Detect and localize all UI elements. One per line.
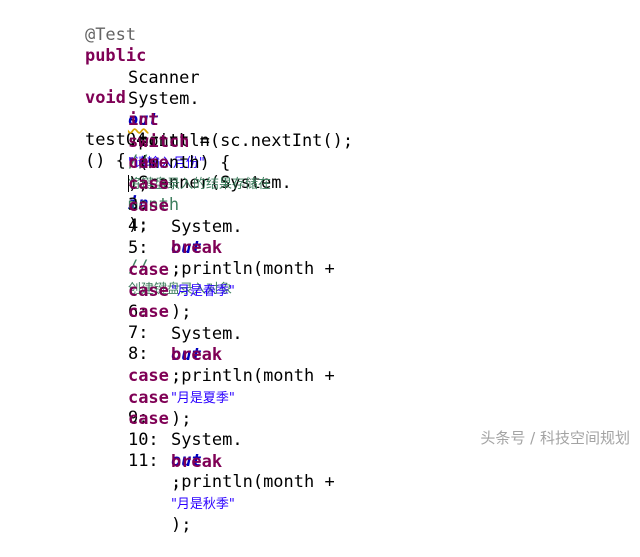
keyword-break: break [170, 452, 223, 472]
code-line: case 11: [87, 388, 169, 471]
comment-text: 创建键盘录入对象 [127, 282, 232, 297]
comment-text: 将键盘录入的结果存储在 [127, 177, 271, 192]
operator: = [127, 131, 159, 151]
println-call: .println(month + [170, 366, 345, 386]
string-literal: "月是夏季" [170, 391, 235, 406]
keyword-int: int [127, 110, 159, 130]
keyword-case: case [127, 388, 169, 408]
code-line: System. out .println(month + "月是秋季" ); [130, 409, 345, 535]
field-in: in [127, 194, 149, 214]
keyword-new: new [127, 152, 159, 172]
code-line: System. out .println(month + "月是春季" ); [130, 196, 345, 322]
code-line: case 5: [87, 175, 169, 258]
keyword-case: case [127, 409, 169, 429]
println-call: .println(month + [170, 472, 345, 492]
code-line: @Test [44, 4, 136, 45]
code-line: break ; [130, 431, 222, 493]
comment-slashes: // [127, 257, 159, 277]
annotation: @Test [84, 25, 137, 45]
case-label: 6: [127, 302, 149, 322]
variable-sc: sc [127, 110, 149, 130]
code-line: System. out .println(month + "月是夏季" ); [130, 303, 345, 429]
case-label: 5: [127, 238, 149, 258]
statement-end: ); [127, 174, 149, 194]
scanner-ctor: Scanner(System. [127, 173, 292, 193]
code-line: case 3: [87, 132, 169, 215]
keyword-case: case [127, 260, 169, 280]
keyword-switch: switch [127, 132, 190, 152]
statement-end: ); [127, 215, 149, 235]
println-call: .println( [127, 131, 221, 151]
string-literal: "月是秋季" [170, 497, 235, 512]
comment-slashes: // [127, 152, 159, 172]
case-label: 3: [127, 195, 149, 215]
method-name: test04 [84, 130, 147, 150]
code-line: System. out .println( "请输入月份" ); [87, 68, 220, 194]
field-out: out [127, 110, 159, 130]
statement-end: ); [170, 515, 192, 535]
keyword-void: void [84, 88, 126, 108]
statement-end: ); [170, 409, 192, 429]
field-out: out [170, 238, 202, 258]
code-line: case 9: [87, 345, 169, 428]
keyword-break: break [170, 345, 223, 365]
code-line: break ; [130, 217, 222, 279]
code-line: case 7: [87, 260, 169, 343]
semicolon: ; [170, 473, 182, 493]
keyword-case: case [127, 281, 169, 301]
type-scanner: Scanner [127, 68, 200, 88]
system-ref: System. [127, 89, 200, 109]
keyword-public: public [84, 46, 147, 66]
case-label: 8: [127, 344, 149, 364]
string-literal: "月是春季" [170, 284, 235, 299]
code-line: int month = sc.nextInt(); // 将键盘录入的结果存储在… [87, 89, 363, 215]
case-label: 7: [127, 323, 149, 343]
code-editor[interactable]: @Test public void test04 () { Scanner sc… [0, 0, 640, 535]
code-line: case 4: [87, 153, 169, 236]
code-line: case 8: [87, 281, 169, 364]
case-label: 10: [127, 430, 159, 450]
method-parens: () { [84, 151, 126, 171]
keyword-case: case [127, 196, 169, 216]
case-label: 4: [127, 216, 149, 236]
statement-end: ); [170, 302, 192, 322]
code-line: switch (month) { [87, 111, 230, 192]
semicolon: ; [170, 366, 182, 386]
month-assignment: month = sc.nextInt(); [127, 131, 364, 151]
system-ref: System. [170, 430, 243, 450]
case-label: 9: [127, 408, 149, 428]
switch-expression: (month) { [127, 153, 231, 173]
keyword-case: case [127, 174, 169, 194]
system-ref: System. [170, 324, 243, 344]
text-cursor [127, 175, 129, 192]
semicolon: ; [170, 259, 182, 279]
string-literal: "请输入月份" [127, 156, 205, 171]
println-call: .println(month + [170, 259, 345, 279]
keyword-case: case [127, 366, 169, 386]
field-out: out [170, 345, 202, 365]
keyword-case: case [127, 302, 169, 322]
system-ref: System. [170, 217, 243, 237]
code-line: Scanner sc = new Scanner(System. in ); /… [87, 47, 292, 297]
watermark: 头条号 / 科技空间规划 [480, 429, 630, 447]
comment-tail: month [127, 195, 180, 215]
code-line: public void test04 () { [44, 25, 146, 171]
code-line: case 6: [87, 239, 169, 322]
keyword-break: break [170, 238, 223, 258]
code-line: break ; [130, 324, 222, 386]
keyword-case: case [127, 153, 169, 173]
code-line: case 10: [87, 367, 169, 450]
